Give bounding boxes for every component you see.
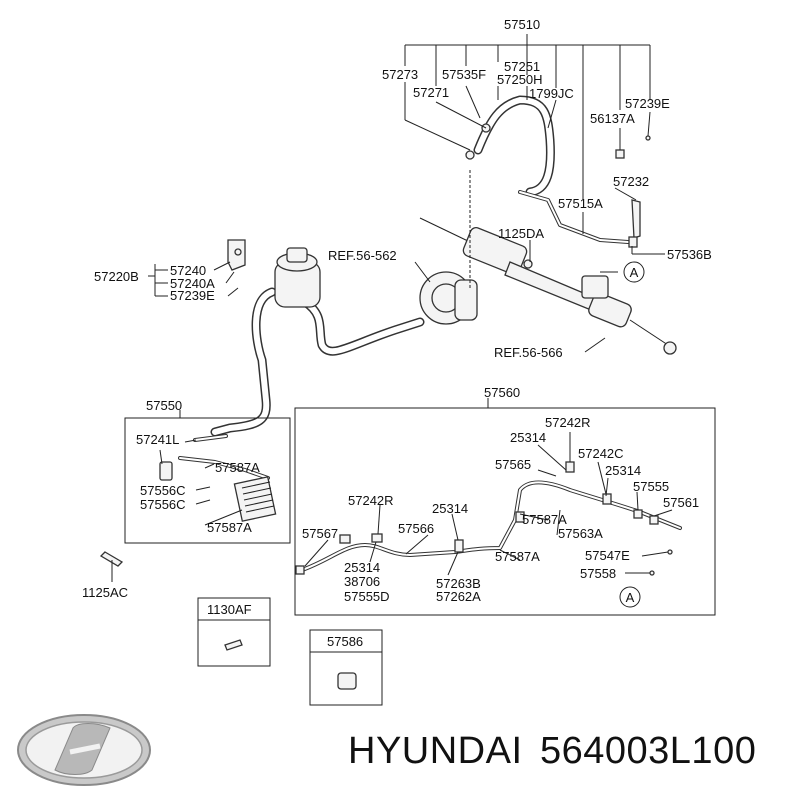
label-57565: 57565	[495, 457, 531, 472]
label-57555: 57555	[633, 479, 669, 494]
label-57240A: 57240A	[170, 276, 215, 291]
label-57550: 57550	[146, 398, 182, 413]
label-25314-4: 25314	[344, 560, 380, 575]
svg-text:A: A	[626, 590, 635, 605]
brand-name: HYUNDAI	[348, 730, 523, 772]
steering-rack-part	[419, 217, 677, 355]
label-57242R-1: 57242R	[545, 415, 591, 430]
marker-a-bottom: A	[619, 586, 641, 608]
pump-part	[419, 271, 478, 325]
reservoir-part	[274, 247, 321, 308]
label-57242R-2: 57242R	[348, 493, 394, 508]
label-25314-3: 25314	[432, 501, 468, 516]
label-57242C: 57242C	[578, 446, 624, 461]
label-25314-2: 25314	[605, 463, 641, 478]
label-57555D: 57555D	[344, 589, 390, 604]
label-57515A: 57515A	[558, 196, 603, 211]
label-57535F: 57535F	[442, 67, 486, 82]
hose-drawing	[178, 95, 682, 572]
label-56137A: 56137A	[590, 111, 635, 126]
label-57563A: 57563A	[558, 526, 603, 541]
bracket-part	[227, 239, 246, 271]
label-57587A-2: 57587A	[207, 520, 252, 535]
label-1799JC: 1799JC	[529, 86, 574, 101]
label-57273: 57273	[382, 67, 418, 82]
label-57510: 57510	[504, 17, 540, 32]
label-57241L: 57241L	[136, 432, 179, 447]
leader-lines	[111, 34, 673, 582]
svg-text:A: A	[630, 265, 639, 280]
label-57560: 57560	[484, 385, 520, 400]
part-number: 564003L100	[540, 730, 756, 772]
label-57547E: 57547E	[585, 548, 630, 563]
label-57239E-left: 57239E	[170, 288, 215, 303]
label-57263B: 57263B	[436, 576, 481, 591]
label-38706: 38706	[344, 574, 380, 589]
oil-cooler-part	[159, 461, 277, 522]
label-57586: 57586	[327, 634, 363, 649]
label-57220B: 57220B	[94, 269, 139, 284]
label-1125AC: 1125AC	[82, 585, 128, 600]
label-ref-56-566: REF.56-566	[494, 345, 563, 360]
label-57558: 57558	[580, 566, 616, 581]
label-57587A-3: 57587A	[522, 512, 567, 527]
bracket-57232-part	[631, 199, 641, 239]
cooling-pipe-assembly-frame	[294, 407, 716, 616]
label-57240: 57240	[170, 263, 206, 278]
label-57251: 57251	[504, 59, 540, 74]
label-57556C-2: 57556C	[140, 497, 186, 512]
fittings	[99, 123, 673, 576]
label-57271: 57271	[413, 85, 449, 100]
label-1130AF: 1130AF	[207, 602, 252, 617]
label-57556C-1: 57556C	[140, 483, 186, 498]
label-57232: 57232	[613, 174, 649, 189]
label-57250H: 57250H	[497, 72, 543, 87]
label-57587A-4: 57587A	[495, 549, 540, 564]
label-57587A-1: 57587A	[215, 460, 260, 475]
label-57566: 57566	[398, 521, 434, 536]
label-57239E-top: 57239E	[625, 96, 670, 111]
label-1125DA: 1125DA	[498, 226, 544, 241]
callout-labels: 57510 57273 57535F 57251 57250H 1799JC 5…	[82, 17, 712, 649]
label-57536B: 57536B	[667, 247, 712, 262]
label-57567: 57567	[302, 526, 338, 541]
cooler-assembly-frame	[124, 417, 291, 544]
label-57561: 57561	[663, 495, 699, 510]
label-57262A: 57262A	[436, 589, 481, 604]
box-1130af	[197, 597, 271, 667]
hyundai-logo	[17, 714, 151, 786]
label-ref-56-562: REF.56-562	[328, 248, 397, 263]
marker-a-top: A	[623, 261, 645, 283]
box-57586	[309, 629, 383, 706]
label-25314-1: 25314	[510, 430, 546, 445]
